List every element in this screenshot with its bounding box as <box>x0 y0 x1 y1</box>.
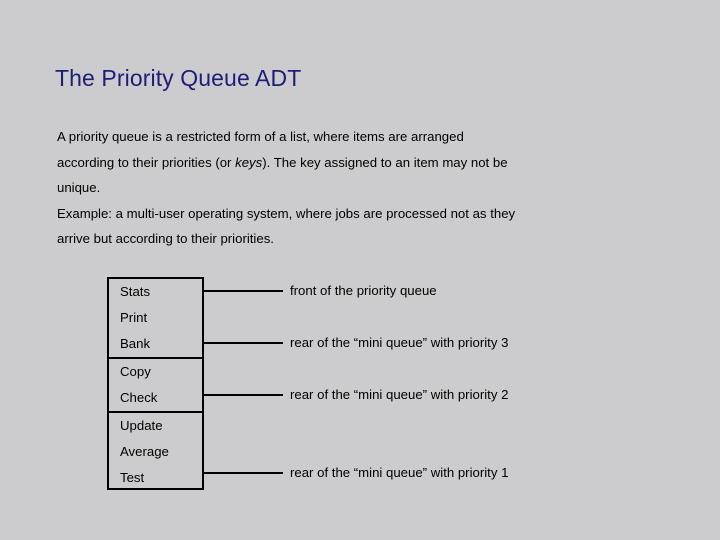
queue-group-priority-1: Update Average Test <box>109 413 202 491</box>
body-line-3: unique. <box>57 180 101 195</box>
annotation-rear-priority-1: rear of the “mini queue” with priority 1 <box>290 465 509 480</box>
connector-line-rear-priority-1 <box>204 472 283 474</box>
queue-item: Test <box>120 470 145 485</box>
queue-item: Check <box>120 390 158 405</box>
queue-group-priority-2: Copy Check <box>109 359 202 413</box>
body-line-2-prefix: according to their priorities (or <box>57 154 236 170</box>
annotation-rear-priority-2: rear of the “mini queue” with priority 2 <box>290 387 509 402</box>
queue-container-box: Stats Print Bank Copy Check Update Avera… <box>107 277 204 490</box>
body-paragraph: A priority queue is a restricted form of… <box>57 124 697 252</box>
page-title: The Priority Queue ADT <box>55 65 302 91</box>
queue-item: Print <box>120 310 148 325</box>
queue-item: Update <box>120 418 163 433</box>
keys-emphasis: keys <box>235 154 263 170</box>
connector-line-rear-priority-2 <box>204 394 283 396</box>
connector-line-front <box>204 290 283 292</box>
body-line-1: A priority queue is a restricted form of… <box>57 129 464 144</box>
body-line-5: arrive but according to their priorities… <box>57 231 274 246</box>
connector-line-rear-priority-3 <box>204 342 283 344</box>
annotation-rear-priority-3: rear of the “mini queue” with priority 3 <box>290 335 509 350</box>
body-line-2-suffix: ). The key assigned to an item may not b… <box>262 154 508 170</box>
body-line-2: according to their priorities (or keys).… <box>57 150 697 176</box>
body-line-4: Example: a multi-user operating system, … <box>57 205 516 221</box>
annotation-front-of-queue: front of the priority queue <box>290 283 437 298</box>
queue-item: Bank <box>120 336 151 351</box>
queue-item: Copy <box>120 364 151 379</box>
queue-group-priority-3: Stats Print Bank <box>109 279 202 359</box>
queue-item: Average <box>120 444 169 459</box>
queue-item: Stats <box>120 284 151 299</box>
